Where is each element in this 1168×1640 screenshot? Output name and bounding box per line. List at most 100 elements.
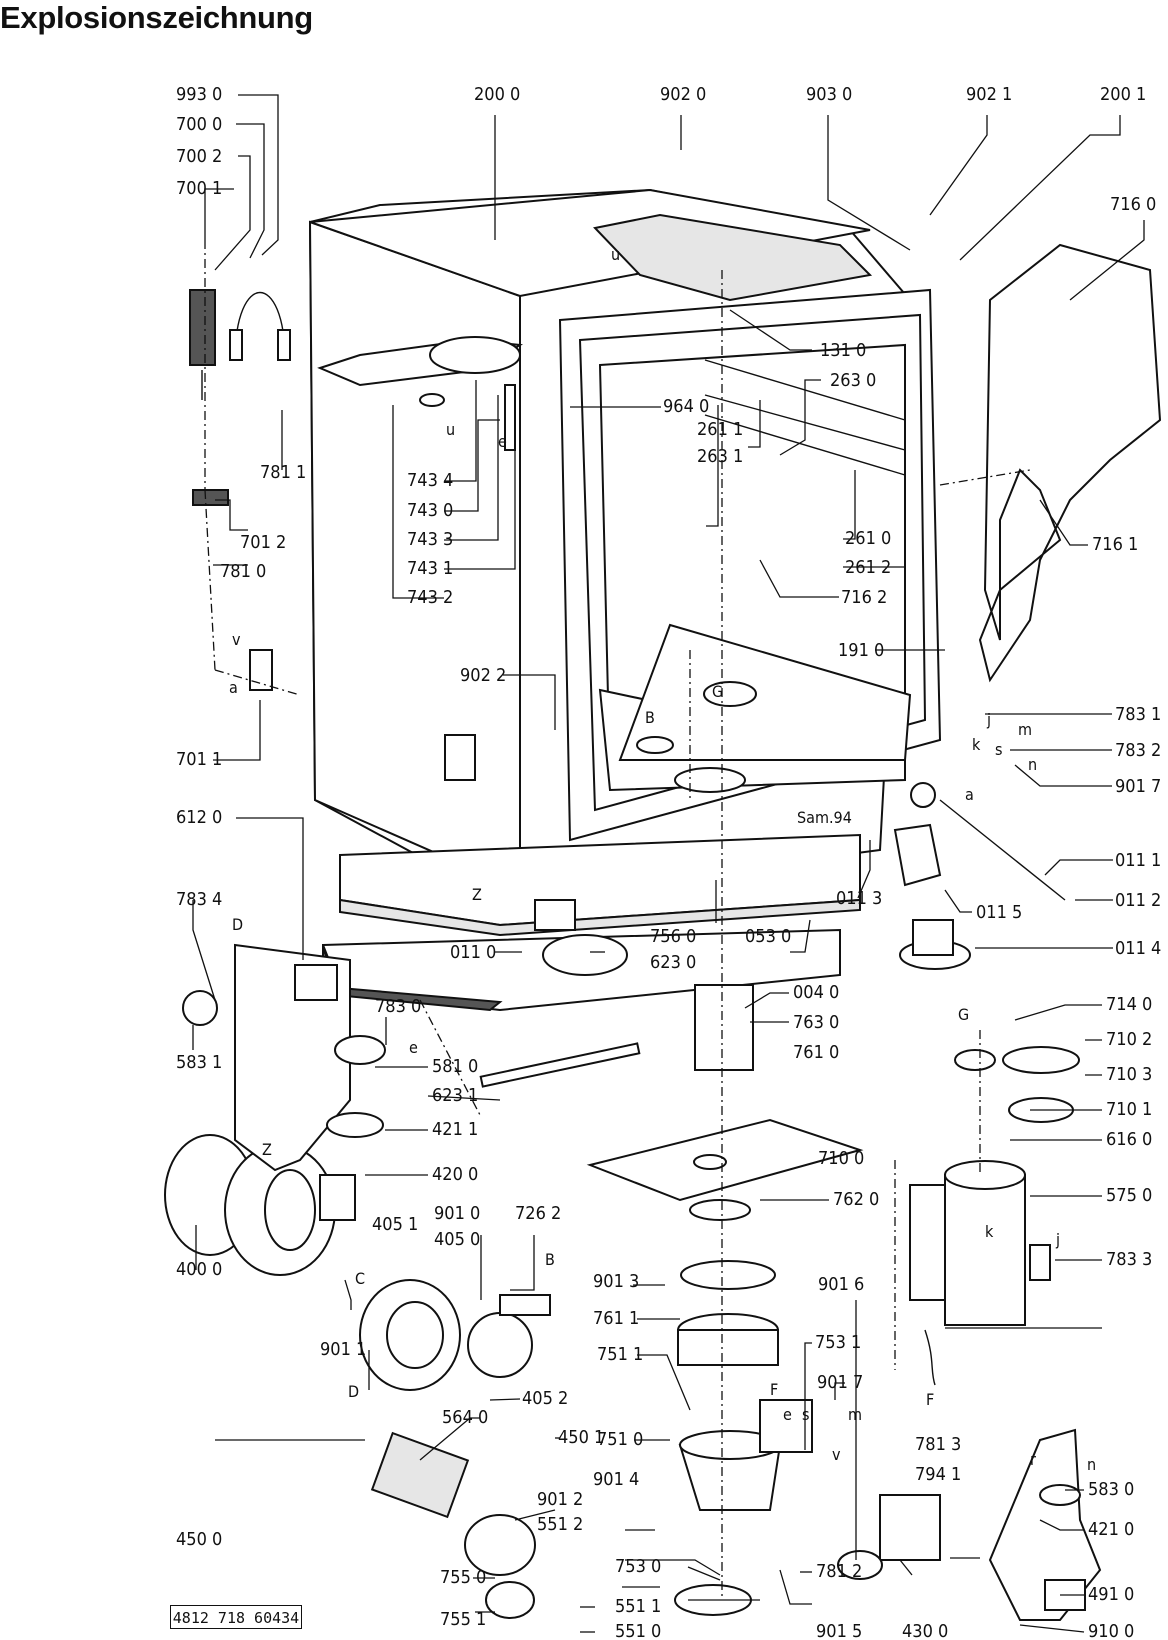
part-label: 430 0 bbox=[902, 1621, 948, 1640]
part-label: 743 1 bbox=[407, 558, 453, 579]
part-label: 421 1 bbox=[432, 1119, 478, 1140]
part-label: 901 2 bbox=[537, 1489, 583, 1510]
part-label: 131 0 bbox=[820, 340, 866, 361]
part-label: 901 7 bbox=[1115, 776, 1161, 797]
part-label: 263 0 bbox=[830, 370, 876, 391]
part-label: 783 1 bbox=[1115, 704, 1161, 725]
part-label: 783 2 bbox=[1115, 740, 1161, 761]
part-label: 551 1 bbox=[615, 1596, 661, 1617]
part-label: 700 1 bbox=[176, 178, 222, 199]
part-label: 714 0 bbox=[1106, 994, 1152, 1015]
letter-labels: u u e v a G B j k s m n a Z D e Z C B D … bbox=[229, 245, 1096, 1474]
drawing: Sam.94 bbox=[164, 188, 1162, 1621]
letter-label: v bbox=[832, 1445, 841, 1464]
part-label: 753 1 bbox=[815, 1332, 861, 1353]
part-label: 701 2 bbox=[240, 532, 286, 553]
part-label: 710 2 bbox=[1106, 1029, 1152, 1050]
part-label: 011 5 bbox=[976, 902, 1022, 923]
part-label: 420 0 bbox=[432, 1164, 478, 1185]
letter-label: s bbox=[802, 1405, 810, 1424]
letter-label: B bbox=[545, 1250, 555, 1269]
part-label: 726 2 bbox=[515, 1203, 561, 1224]
part-label: 993 0 bbox=[176, 84, 222, 105]
part-label: 011 3 bbox=[836, 888, 882, 909]
drawing-note: Sam.94 bbox=[797, 808, 852, 827]
part-label: 011 0 bbox=[450, 942, 496, 963]
side-panel-shape bbox=[978, 243, 1162, 683]
part-label: 901 7 bbox=[817, 1372, 863, 1393]
part-label: 405 1 bbox=[372, 1214, 418, 1235]
letter-label: C bbox=[355, 1269, 365, 1288]
pump-assembly bbox=[164, 1134, 551, 1619]
letter-label: j bbox=[986, 710, 991, 729]
part-label: 901 5 bbox=[816, 1621, 862, 1640]
part-label: 200 0 bbox=[474, 84, 520, 105]
part-label: 781 2 bbox=[816, 1561, 862, 1582]
part-label: 710 3 bbox=[1106, 1064, 1152, 1085]
part-label: 761 1 bbox=[593, 1308, 639, 1329]
part-label: 743 4 bbox=[407, 470, 453, 491]
letter-label: G bbox=[712, 682, 723, 701]
letter-label: m bbox=[848, 1405, 862, 1424]
softener-assembly bbox=[909, 1046, 1080, 1386]
part-label: 261 1 bbox=[697, 419, 743, 440]
letter-label: B bbox=[645, 708, 655, 727]
part-label: 491 0 bbox=[1088, 1584, 1134, 1605]
part-label: 405 0 bbox=[434, 1229, 480, 1250]
part-label: 421 0 bbox=[1088, 1519, 1134, 1540]
letter-label: u bbox=[611, 245, 620, 264]
part-label: 700 0 bbox=[176, 114, 222, 135]
part-label: 011 1 bbox=[1115, 850, 1161, 871]
part-label: 743 3 bbox=[407, 529, 453, 550]
part-label: 710 1 bbox=[1106, 1099, 1152, 1120]
part-label: 053 0 bbox=[745, 926, 791, 947]
part-label: 581 0 bbox=[432, 1056, 478, 1077]
part-label: 575 0 bbox=[1106, 1185, 1152, 1206]
part-label: 616 0 bbox=[1106, 1129, 1152, 1150]
dispenser-parts bbox=[317, 336, 524, 451]
leader-lines bbox=[192, 94, 1145, 1633]
part-label: 743 2 bbox=[407, 587, 453, 608]
part-label: 781 1 bbox=[260, 462, 306, 483]
part-label: 903 0 bbox=[806, 84, 852, 105]
letter-label: u bbox=[446, 420, 455, 439]
part-label: 902 2 bbox=[460, 665, 506, 686]
part-label: 964 0 bbox=[663, 396, 709, 417]
tub-assembly: Sam.94 bbox=[308, 188, 942, 1012]
part-label: 564 0 bbox=[442, 1407, 488, 1428]
part-label: 716 0 bbox=[1110, 194, 1156, 215]
letter-label: F bbox=[770, 1380, 778, 1399]
part-label: 781 3 bbox=[915, 1434, 961, 1455]
part-label: 191 0 bbox=[838, 640, 884, 661]
valve-and-bracket bbox=[837, 1428, 1102, 1621]
part-label: 450 0 bbox=[176, 1529, 222, 1550]
part-label: 701 1 bbox=[176, 749, 222, 770]
letter-label: m bbox=[1018, 720, 1032, 739]
letter-label: r bbox=[1030, 1450, 1036, 1469]
part-label: 583 0 bbox=[1088, 1479, 1134, 1500]
part-label: 612 0 bbox=[176, 807, 222, 828]
part-label: 901 3 bbox=[593, 1271, 639, 1292]
page-title: Explosionszeichnung bbox=[0, 0, 313, 35]
part-label: 710 0 bbox=[818, 1148, 864, 1169]
part-label: 755 0 bbox=[440, 1567, 486, 1588]
letter-label: Z bbox=[472, 885, 482, 904]
part-label: 011 2 bbox=[1115, 890, 1161, 911]
part-label: 783 4 bbox=[176, 889, 222, 910]
part-label: 551 2 bbox=[537, 1514, 583, 1535]
letter-label: D bbox=[348, 1382, 359, 1401]
part-label: 751 0 bbox=[597, 1429, 643, 1450]
sensor-assembly-top-left bbox=[189, 289, 291, 691]
part-label: 783 3 bbox=[1106, 1249, 1152, 1270]
part-label: 716 1 bbox=[1092, 534, 1138, 555]
letter-label: s bbox=[995, 740, 1003, 759]
document-number: 4812 718 60434 bbox=[170, 1605, 302, 1629]
letter-label: D bbox=[232, 915, 243, 934]
part-label: 901 1 bbox=[320, 1339, 366, 1360]
letter-label: G bbox=[958, 1005, 969, 1024]
part-label: 783 0 bbox=[375, 996, 421, 1017]
part-label: 781 0 bbox=[220, 561, 266, 582]
letter-label: v bbox=[232, 630, 241, 649]
part-label: 004 0 bbox=[793, 982, 839, 1003]
